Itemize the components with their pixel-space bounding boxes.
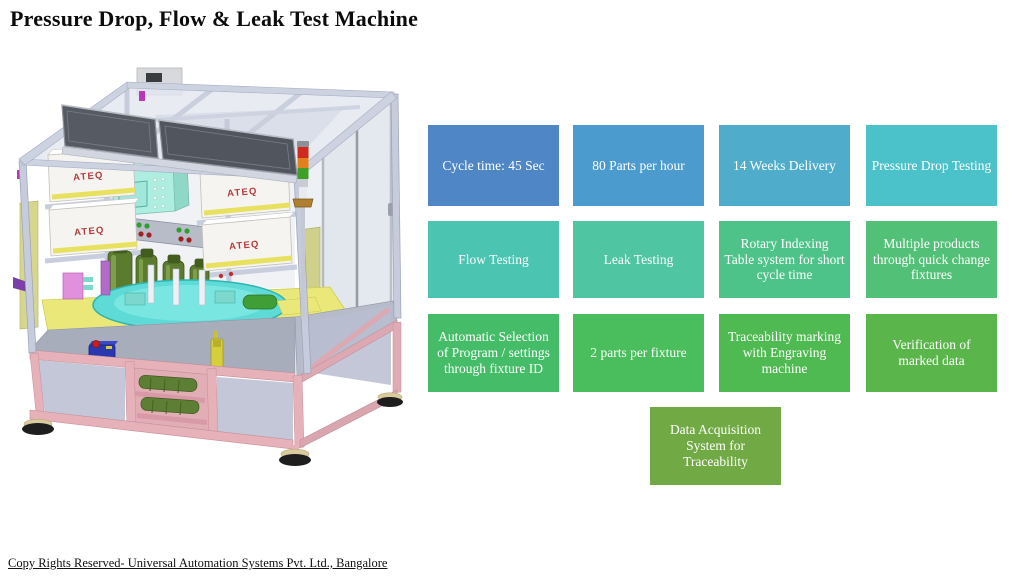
tile-label: Leak Testing <box>603 251 674 267</box>
machine-render: ATEQ ATEQ ATEQ ATEQ <box>13 67 403 466</box>
copyright-footer: Copy Rights Reserved- Universal Automati… <box>8 556 388 570</box>
tile-data-acquisition: Data Acquisition System for Traceability <box>650 407 781 485</box>
tile-label: Data Acquisition System for Traceability <box>669 422 762 469</box>
tile-leak-testing: Leak Testing <box>573 221 704 298</box>
tile-label: Flow Testing <box>458 251 529 267</box>
rotary-table-deck <box>41 260 351 333</box>
tile-label: Pressure Drop Testing <box>871 157 992 173</box>
tile-parts-per-fixture: 2 parts per fixture <box>573 314 704 392</box>
tile-label: Verification of marked data <box>892 337 971 368</box>
tile-label: Multiple products through quick change f… <box>873 235 990 283</box>
tile-delivery: 14 Weeks Delivery <box>719 125 850 206</box>
tile-auto-program-selection: Automatic Selection of Program / setting… <box>428 314 559 392</box>
tile-label: Traceability marking with Engraving mach… <box>727 329 842 376</box>
svg-text:ATEQ: ATEQ <box>73 170 104 184</box>
tile-label: 14 Weeks Delivery <box>733 157 836 173</box>
tile-rotary-indexing: Rotary Indexing Table system for short c… <box>719 221 850 298</box>
tile-label: 2 parts per fixture <box>590 345 687 361</box>
signal-tower <box>292 141 314 319</box>
tile-parts-per-hour: 80 Parts per hour <box>573 125 704 206</box>
tile-flow-testing: Flow Testing <box>428 221 559 298</box>
tile-label: Rotary Indexing Table system for short c… <box>724 235 845 283</box>
svg-text:ATEQ: ATEQ <box>227 186 258 200</box>
tile-cycle-time: Cycle time: 45 Sec <box>428 125 559 206</box>
tile-verification: Verification of marked data <box>866 314 997 392</box>
base-frame <box>29 305 402 450</box>
tile-pressure-drop-testing: Pressure Drop Testing <box>866 125 997 206</box>
tile-label: Cycle time: 45 Sec <box>442 157 545 173</box>
tile-label: Automatic Selection of Program / setting… <box>437 329 550 376</box>
ateq-instrument-2: ATEQ <box>48 197 140 257</box>
svg-text:ATEQ: ATEQ <box>74 225 105 239</box>
svg-text:ATEQ: ATEQ <box>229 239 260 253</box>
tile-multiple-products: Multiple products through quick change f… <box>866 221 997 298</box>
tile-traceability-marking: Traceability marking with Engraving mach… <box>719 314 850 392</box>
leveling-feet <box>22 392 403 466</box>
page-title: Pressure Drop, Flow & Leak Test Machine <box>10 6 419 31</box>
machine-screens <box>61 104 298 184</box>
ateq-instrument-4: ATEQ <box>201 211 295 272</box>
yellow-cylinder <box>210 331 224 373</box>
tile-label: 80 Parts per hour <box>592 157 685 173</box>
